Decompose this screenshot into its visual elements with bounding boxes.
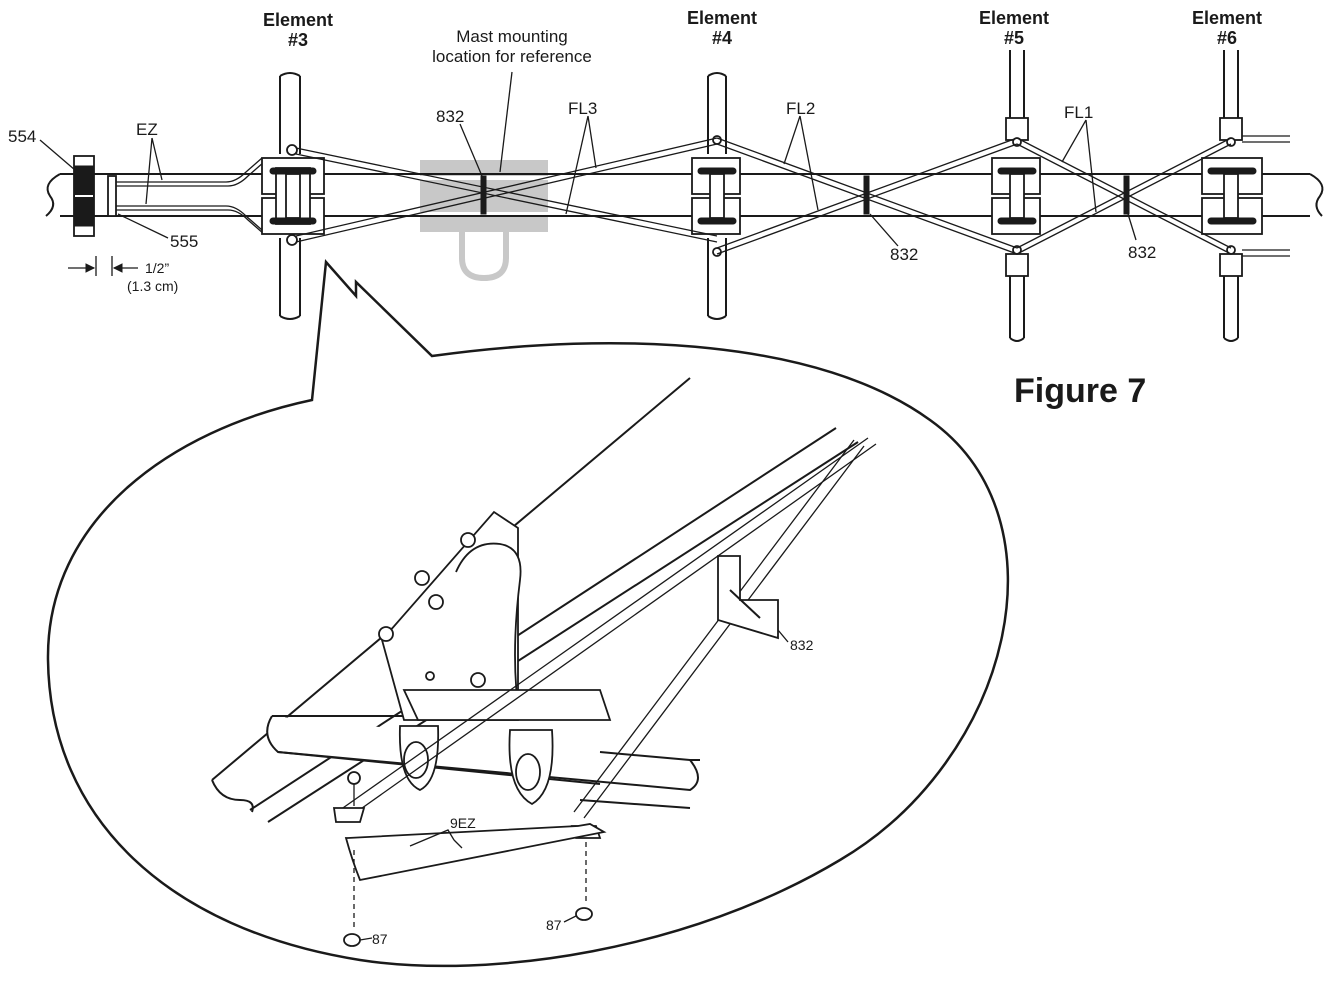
label-832-top: 832 [436,107,464,126]
label-mast-line2: location for reference [432,47,592,66]
element-5-rod [991,50,1041,342]
label-87-right: 87 [546,917,562,933]
element-3-line2: #3 [288,30,308,50]
detail-9ez [343,771,607,947]
callout-bubble [46,259,1010,968]
element-6-line2: #6 [1217,28,1237,48]
end-cap-554 [73,155,117,237]
element-6-rod [1201,50,1290,342]
label-87-left: 87 [372,931,388,947]
element-6-line1: Element [1192,8,1262,28]
top-overview: 554 EZ 555 1/2” (1.3 cm) Mast mounting l… [8,8,1324,410]
element-3-rod [261,72,325,320]
label-dim-metric: (1.3 cm) [127,278,178,294]
label-832-mid: 832 [890,245,918,264]
label-832-detail: 832 [790,637,814,653]
element-3-line1: Element [263,10,333,30]
label-554: 554 [8,127,36,146]
leader-lines [39,71,1137,276]
element-5-line2: #5 [1004,28,1024,48]
detail-spacer-832 [717,555,789,643]
label-9ez: 9EZ [450,815,476,831]
detail-bracket [378,510,612,721]
label-fl2: FL2 [786,99,815,118]
label-ez: EZ [136,120,158,139]
element-4-line1: Element [687,8,757,28]
ez-rods [116,157,265,235]
element-4-rod [691,72,741,320]
figure-title: Figure 7 [1014,372,1146,410]
element-5-line1: Element [979,8,1049,28]
label-555: 555 [170,232,198,251]
label-dim-value: 1/2” [145,260,169,276]
element-4-line2: #4 [712,28,732,48]
spacers-832 [480,175,1130,215]
label-832-right: 832 [1128,243,1156,262]
detail-callout: 832 9EZ 87 87 [46,259,1010,968]
label-mast-line1: Mast mounting [456,27,568,46]
label-fl3: FL3 [568,99,597,118]
label-fl1: FL1 [1064,103,1093,122]
